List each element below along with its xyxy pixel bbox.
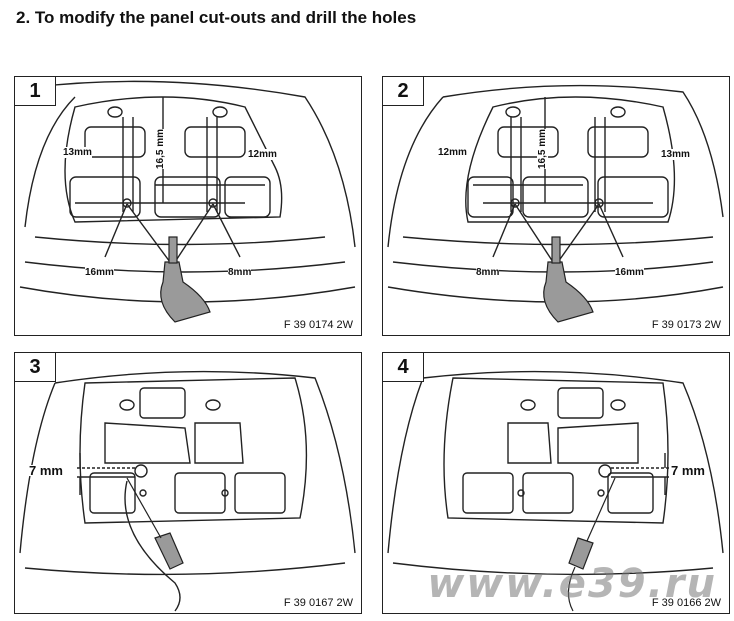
panel-number: 2	[383, 77, 424, 106]
panel-number: 3	[15, 353, 56, 382]
dim-label: 12mm	[438, 147, 467, 158]
trunk-lid-drawing	[387, 370, 724, 612]
dim-label: 16mm	[615, 267, 644, 278]
figure-panel-1: 1 13mm 16,5 mm 12mm 16mm 8mm F 39 0174 2…	[14, 76, 362, 336]
dim-label: 13mm	[661, 149, 690, 160]
panel-number: 1	[15, 77, 56, 106]
figure-panel-4: 4 7 mm F 39 0166 2W www.e39.ru	[382, 352, 730, 614]
dim-label: 8mm	[476, 267, 500, 278]
figure-code: F 39 0174 2W	[281, 319, 355, 331]
trunk-lid-drawing	[19, 80, 356, 323]
dim-label: 16mm	[85, 267, 114, 278]
trunk-lid-drawing	[19, 370, 356, 612]
trunk-lid-drawing	[387, 84, 724, 323]
dim-label: 16,5 mm	[155, 128, 166, 169]
panel-number: 4	[383, 353, 424, 382]
page-title: 2. To modify the panel cut-outs and dril…	[16, 8, 417, 27]
dim-label: 16,5 mm	[537, 128, 548, 169]
figure-panel-2: 2 12mm 16,5 mm 13mm 8mm 16mm F 39 0173 2…	[382, 76, 730, 336]
dim-label: 7 mm	[671, 463, 705, 478]
figure-code: F 39 0167 2W	[281, 597, 355, 609]
dim-label: 13mm	[63, 147, 92, 158]
watermark: www.e39.ru	[427, 561, 717, 607]
figure-code: F 39 0166 2W	[649, 597, 723, 609]
dim-label: 8mm	[228, 267, 252, 278]
dim-label: 12mm	[248, 149, 277, 160]
dim-label: 7 mm	[29, 463, 63, 478]
figure-panel-3: 3 7 mm F 39 0167 2W	[14, 352, 362, 614]
figure-code: F 39 0173 2W	[649, 319, 723, 331]
